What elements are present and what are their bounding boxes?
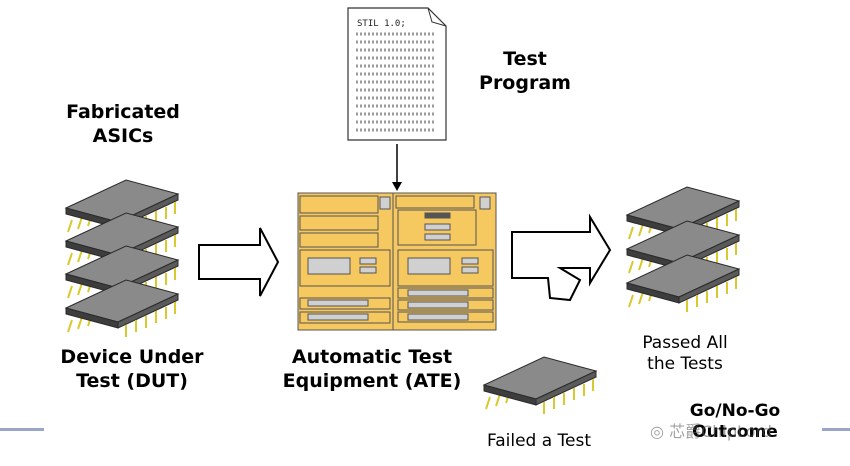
- wechat-icon: ◎: [650, 422, 664, 441]
- arrow-dut-to-ate: [198, 227, 280, 297]
- dut-label: Device Under Test (DUT): [52, 345, 212, 393]
- program-document: STIL 1.0;: [347, 7, 447, 141]
- ate-label: Automatic Test Equipment (ATE): [282, 345, 462, 393]
- fabricated-asics-label: Fabricated ASICs: [58, 100, 188, 148]
- ate-label-line1: Automatic Test: [291, 346, 453, 368]
- program-label-line2: Program: [479, 72, 571, 94]
- ate-machine: [297, 192, 497, 331]
- asics-label-line1: Fabricated: [66, 101, 180, 123]
- passed-chip-3: [626, 254, 740, 313]
- dut-chip-stack: [65, 179, 179, 338]
- watermark: ◎ 芯爵ChipLord: [650, 418, 772, 442]
- passed-label-line2: the Tests: [647, 354, 723, 374]
- ate-label-line2: Equipment (ATE): [282, 370, 462, 392]
- arrow-ate-to-outcome: [511, 213, 612, 302]
- failed-chip: [483, 356, 597, 415]
- dut-chip-4: [65, 279, 179, 338]
- passed-label: Passed All the Tests: [625, 333, 745, 375]
- program-doc-header: STIL 1.0;: [357, 19, 406, 29]
- dut-label-line1: Device Under: [60, 346, 204, 368]
- outcome-label-line2: Outcome: [692, 422, 778, 442]
- outcome-label: Go/No-Go Outcome: [670, 401, 800, 443]
- asics-label-line2: ASICs: [92, 125, 154, 147]
- arrow-program-to-ate: [392, 144, 402, 191]
- failed-label: Failed a Test: [487, 431, 592, 451]
- slide-rule-left: [0, 428, 44, 431]
- passed-chip-stack: [626, 186, 740, 313]
- watermark-text: 芯爵ChipLord: [669, 422, 772, 441]
- program-label-line1: Test: [503, 48, 547, 70]
- passed-label-line1: Passed All: [642, 333, 728, 353]
- slide-rule-right: [822, 428, 850, 431]
- outcome-label-line1: Go/No-Go: [689, 401, 781, 421]
- dut-label-line2: Test (DUT): [76, 370, 188, 392]
- test-program-label: Test Program: [470, 47, 580, 95]
